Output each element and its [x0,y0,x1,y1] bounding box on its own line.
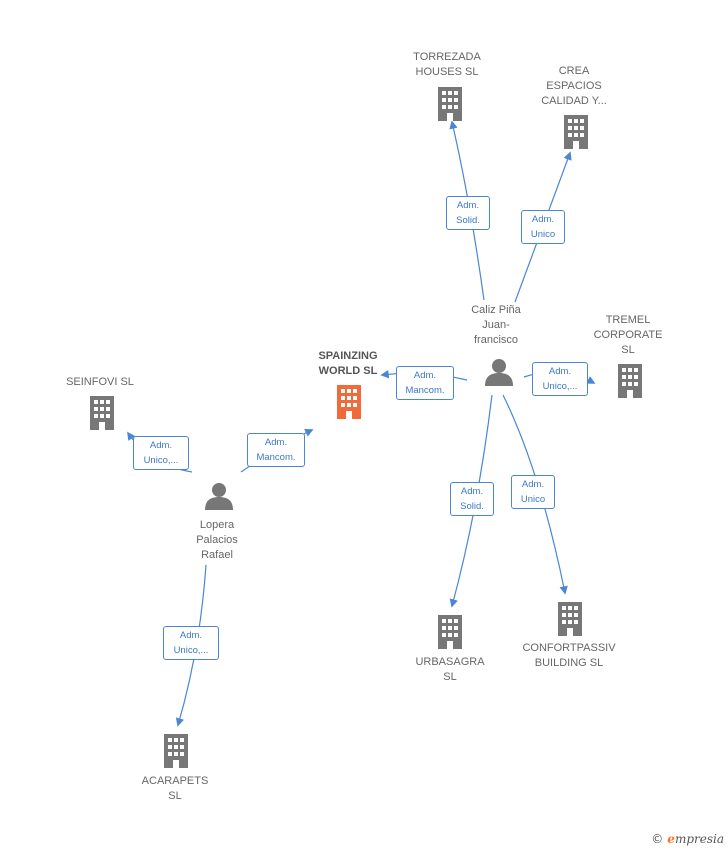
node-label-caliz[interactable]: Caliz Piña Juan- francisco [471,304,521,346]
brand-logo: ©empresia [651,832,724,846]
person-icon[interactable] [485,359,513,386]
building-icon[interactable] [558,602,582,636]
node-label-lopera[interactable]: Lopera Palacios Rafael [196,519,238,561]
building-icon[interactable] [438,87,462,121]
node-label-confortpassiv[interactable]: CONFORTPASSIV BUILDING SL [522,642,616,669]
edge-label-caliz-urbasagra: Adm. Solid. [450,482,494,516]
building-icon[interactable] [337,385,361,419]
edge-label-lopera-spainzing: Adm. Mancom. [247,433,305,467]
copyright-icon: © [651,832,664,846]
node-label-crea[interactable]: CREA ESPACIOS CALIDAD Y... [541,65,607,107]
person-icon[interactable] [205,483,233,510]
edge-label-caliz-crea: Adm. Unico [521,210,565,244]
edge-label-caliz-torrezada: Adm. Solid. [446,196,490,230]
building-icon[interactable] [90,396,114,430]
node-label-torrezada[interactable]: TORREZADA HOUSES SL [413,51,481,78]
brand-name: mpresia [674,832,724,846]
edge-label-lopera-seinfovi: Adm. Unico,... [133,436,189,470]
node-label-spainzing[interactable]: SPAINZING WORLD SL [318,350,378,377]
building-icon[interactable] [164,734,188,768]
edge-label-caliz-confortpassiv: Adm. Unico [511,475,555,509]
node-label-urbasagra[interactable]: URBASAGRA SL [415,656,485,683]
edge-label-lopera-acarapets: Adm. Unico,... [163,626,219,660]
edge-label-caliz-tremel: Adm. Unico,... [532,362,588,396]
node-label-seinfovi[interactable]: SEINFOVI SL [66,376,134,388]
node-label-tremel[interactable]: TREMEL CORPORATE SL [593,314,663,356]
node-label-acarapets[interactable]: ACARAPETS SL [141,775,209,802]
brand-first-letter: e [667,832,675,846]
edge-label-caliz-spainzing: Adm. Mancom. [396,366,454,400]
building-icon[interactable] [438,615,462,649]
building-icon[interactable] [564,115,588,149]
building-icon[interactable] [618,364,642,398]
